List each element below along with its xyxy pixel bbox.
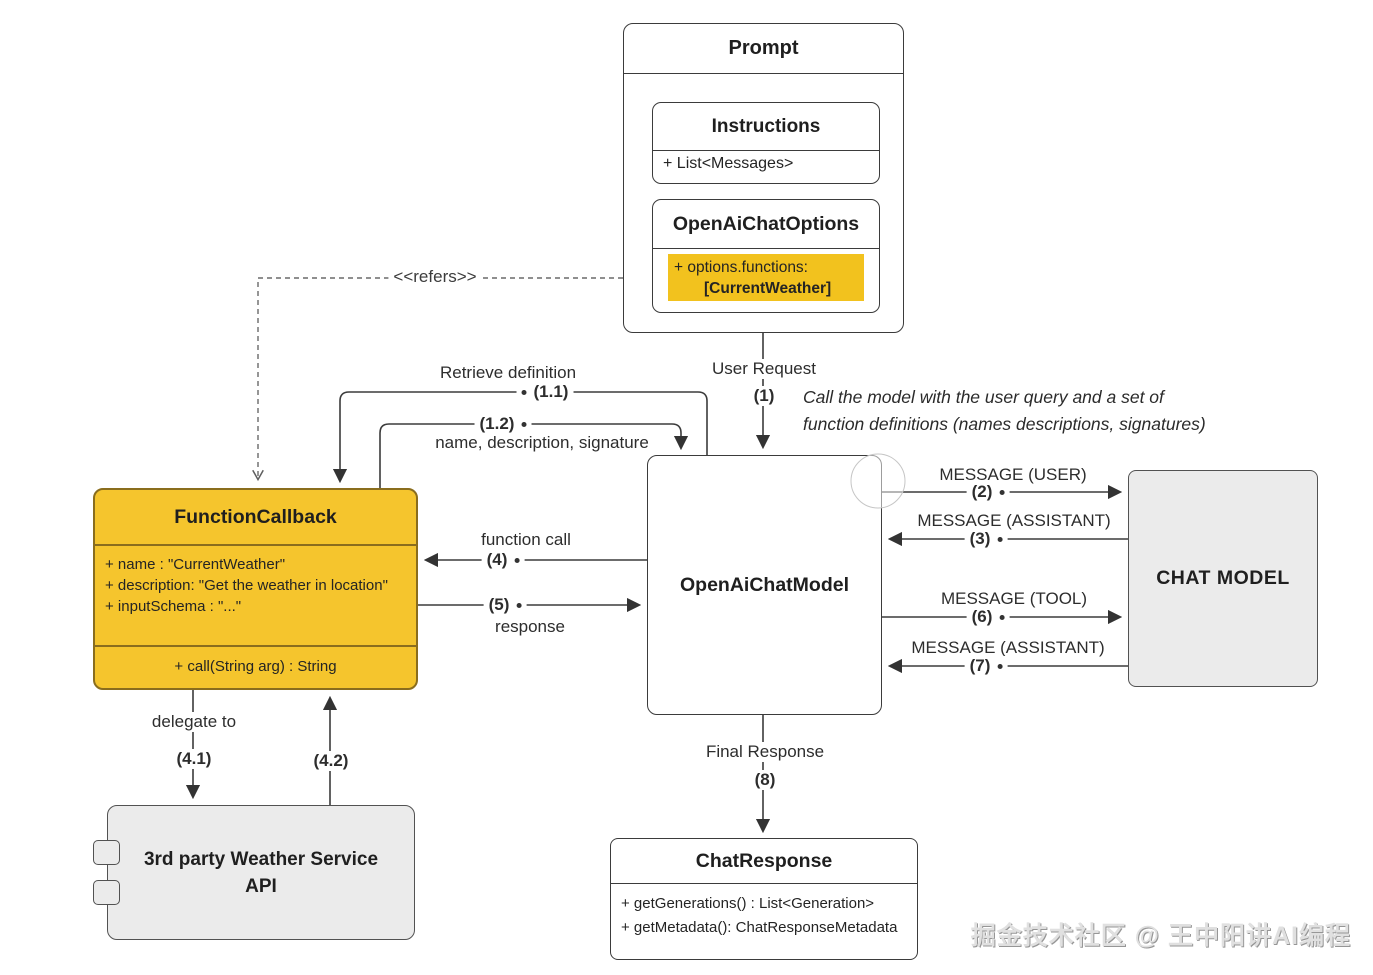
divider xyxy=(95,544,416,546)
function-callback-attribute: + inputSchema : "..." xyxy=(105,598,242,615)
edge-refers xyxy=(252,277,668,482)
chat-model-box: CHAT MODEL xyxy=(1128,470,1318,687)
options-functions-highlight: + options.functions: [CurrentWeather] xyxy=(668,254,864,301)
name-description-signature-label: name, description, signature xyxy=(430,433,654,453)
final-response-label: Final Response xyxy=(700,742,830,762)
step-8-label: (8) xyxy=(749,770,781,790)
divider xyxy=(624,73,903,74)
instructions-attribute: + List<Messages> xyxy=(663,155,794,172)
delegate-to-label: delegate to xyxy=(146,712,242,732)
step-5-label: (5) xyxy=(483,595,527,615)
user-request-label: User Request xyxy=(707,359,821,379)
divider xyxy=(95,645,416,647)
function-callback-attribute: + description: "Get the weather in locat… xyxy=(105,577,388,594)
message-user-label: MESSAGE (USER) xyxy=(934,465,1092,485)
step-1-2-label: (1.2) xyxy=(474,414,532,434)
openai-chat-model-title: OpenAiChatModel xyxy=(680,574,849,596)
chat-response-attribute: + getMetadata(): ChatResponseMetadata xyxy=(621,919,898,936)
options-functions-line1: + options.functions: xyxy=(674,259,808,276)
step-3-label: (3) xyxy=(964,529,1008,549)
annotation-line1: Call the model with the user query and a… xyxy=(803,387,1164,407)
divider xyxy=(653,150,879,151)
message-assistant-3-label: MESSAGE (ASSISTANT) xyxy=(912,511,1116,531)
weather-api-title-line1: 3rd party Weather Service xyxy=(143,848,379,870)
function-callback-attributes: + name : "CurrentWeather" + description:… xyxy=(95,546,416,645)
chat-response-attributes: + getGenerations() : List<Generation> + … xyxy=(611,884,917,940)
call-model-annotation: Call the model with the user query and a… xyxy=(803,384,1253,438)
step-7-label: (7) xyxy=(964,656,1008,676)
step-2-label: (2) xyxy=(966,482,1010,502)
step-4-2-label: (4.2) xyxy=(308,751,354,771)
function-call-label: function call xyxy=(476,530,576,550)
instructions-box: Instructions + List<Messages> xyxy=(652,102,880,184)
weather-api-title-line2: API xyxy=(245,875,277,897)
chat-response-attribute: + getGenerations() : List<Generation> xyxy=(621,895,875,912)
step-4-label: (4) xyxy=(481,550,525,570)
step-6-label: (6) xyxy=(966,607,1010,627)
prompt-title: Prompt xyxy=(728,37,799,59)
function-callback-method: + call(String arg) : String xyxy=(174,658,337,675)
message-assistant-7-label: MESSAGE (ASSISTANT) xyxy=(906,638,1110,658)
chat-model-title: CHAT MODEL xyxy=(1156,567,1290,589)
divider xyxy=(611,883,917,884)
prompt-box: Prompt Instructions + List<Messages> Ope… xyxy=(623,23,904,333)
function-callback-title: FunctionCallback xyxy=(174,506,337,528)
options-functions-line2: [CurrentWeather] xyxy=(704,280,832,297)
step-1-label: (1) xyxy=(748,386,780,406)
retrieve-definition-label: Retrieve definition xyxy=(434,363,582,383)
divider xyxy=(653,248,879,249)
function-callback-box: FunctionCallback + name : "CurrentWeathe… xyxy=(93,488,418,690)
openai-chat-options-box: OpenAiChatOptions + options.functions: [… xyxy=(652,199,880,313)
component-tab-icon xyxy=(93,880,120,905)
message-tool-label: MESSAGE (TOOL) xyxy=(935,589,1093,609)
watermark-text: 掘金技术社区 @ 王中阳讲AI编程 xyxy=(970,922,1351,950)
instructions-title: Instructions xyxy=(711,116,821,137)
chat-response-box: ChatResponse + getGenerations() : List<G… xyxy=(610,838,918,960)
refers-label: <<refers>> xyxy=(388,267,482,287)
annotation-line2: function definitions (names descriptions… xyxy=(803,414,1206,434)
step-4-1-label: (4.1) xyxy=(171,749,217,769)
weather-api-box: 3rd party Weather Service API xyxy=(107,805,415,940)
openai-chat-model-box: OpenAiChatModel xyxy=(647,455,882,715)
chat-response-title: ChatResponse xyxy=(695,850,833,872)
function-callback-attribute: + name : "CurrentWeather" xyxy=(105,556,286,573)
component-tab-icon xyxy=(93,840,120,865)
response-label: response xyxy=(490,617,570,637)
step-1-1-label: (1.1) xyxy=(516,382,574,402)
openai-chat-options-title: OpenAiChatOptions xyxy=(672,213,860,235)
